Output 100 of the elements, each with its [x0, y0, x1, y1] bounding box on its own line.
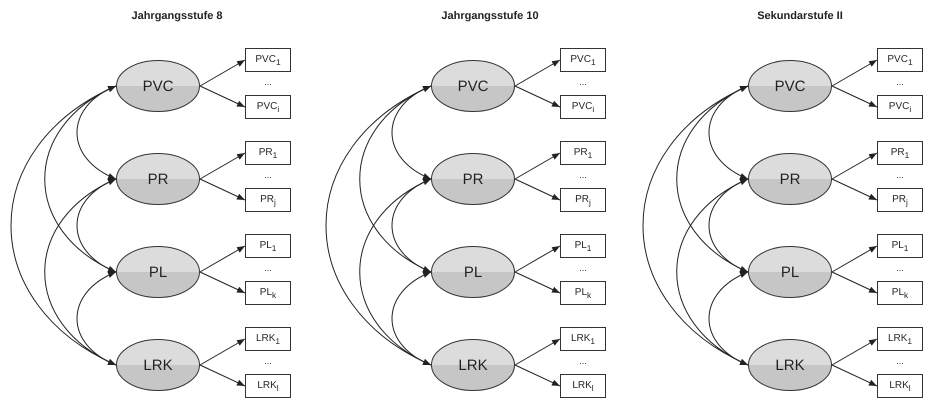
indicator-box — [877, 95, 923, 119]
indicator-label: LRK$_{l}$ — [889, 380, 911, 392]
panel-title: Jahrgangsstufe 8 — [131, 10, 223, 22]
ellipsis: ... — [264, 77, 272, 87]
arrow — [832, 338, 878, 366]
arrow — [514, 60, 560, 86]
indicator-label: PVC$_{1}$ — [255, 54, 281, 66]
arrow — [832, 178, 878, 200]
indicator-box — [877, 188, 923, 212]
variable-label: PL — [464, 264, 482, 280]
indicator-box — [245, 141, 291, 165]
indicator-box — [560, 48, 606, 72]
variable-label: PL — [148, 264, 168, 280]
arrow — [832, 152, 878, 180]
indicator-label: PVC$_{i}$ — [572, 100, 594, 114]
indicator-box — [245, 188, 291, 212]
indicator-box — [877, 48, 923, 72]
covariance-arrow — [44, 178, 116, 366]
variable-label: LRK — [775, 356, 805, 374]
indicator-box — [245, 281, 291, 305]
arrow — [514, 178, 560, 200]
indicator-label: PL$_{1}$ — [574, 240, 592, 252]
arrow — [200, 86, 246, 108]
indicator-box — [877, 327, 923, 351]
indicator-label: PL$_{k}$ — [574, 286, 592, 300]
covariance-arrow — [326, 86, 432, 366]
variable-label: PR — [462, 170, 484, 188]
covariance-arrow — [10, 86, 116, 366]
indicator-label: PVC$_{i}$ — [256, 100, 280, 114]
arrow — [200, 178, 246, 200]
arrow — [514, 272, 560, 294]
indicator-box — [560, 234, 606, 258]
arrow — [832, 60, 878, 86]
variable-label: PVC — [774, 78, 806, 94]
ellipsis: ... — [896, 170, 904, 180]
variable-label: LRK — [458, 356, 488, 374]
indicator-label: PR$_{j}$ — [575, 194, 591, 206]
arrow — [832, 246, 878, 272]
indicator-label: LRK$_{1}$ — [256, 332, 280, 346]
indicator-box — [560, 281, 606, 305]
variable-label: PL — [780, 264, 800, 280]
indicator-box — [560, 188, 606, 212]
indicator-label: LRK$_{1}$ — [888, 332, 912, 346]
indicator-label: LRK$_{l}$ — [257, 380, 279, 392]
variable-label: LRK — [143, 356, 173, 374]
variable-label: PVC — [458, 78, 488, 94]
panel-title: Jahrgangsstufe 10 — [441, 10, 539, 22]
arrow — [200, 272, 246, 294]
indicator-box — [245, 374, 291, 398]
indicator-label: PR$_{1}$ — [890, 146, 910, 160]
ellipsis: ... — [579, 263, 587, 273]
ellipsis: ... — [896, 263, 904, 273]
indicator-label: LRK$_{l}$ — [572, 380, 594, 392]
arrow — [514, 338, 560, 366]
arrow — [200, 364, 246, 386]
arrow — [514, 152, 560, 180]
arrow — [200, 338, 246, 366]
indicator-box — [560, 374, 606, 398]
indicator-label: PR$_{1}$ — [574, 146, 592, 160]
ellipsis: ... — [896, 356, 904, 366]
indicator-label: PL$_{1}$ — [892, 240, 908, 252]
indicator-box — [877, 234, 923, 258]
variable-label: PVC — [142, 78, 174, 94]
covariance-arrow — [359, 178, 432, 366]
arrow — [200, 246, 246, 272]
covariance-arrow — [392, 272, 432, 366]
ellipsis: ... — [896, 77, 904, 87]
covariance-arrow — [359, 86, 432, 272]
indicator-label: PVC$_{1}$ — [887, 54, 913, 66]
indicator-box — [877, 374, 923, 398]
arrow — [200, 152, 246, 180]
covariance-arrow — [708, 272, 748, 366]
variable-label: PR — [780, 170, 800, 188]
indicator-box — [560, 141, 606, 165]
arrow — [514, 86, 560, 108]
indicator-box — [245, 95, 291, 119]
indicator-box — [560, 327, 606, 351]
arrow — [514, 364, 560, 386]
ellipsis: ... — [579, 356, 587, 366]
indicator-box — [877, 281, 923, 305]
arrow — [200, 60, 246, 86]
indicator-label: PR$_{1}$ — [258, 146, 278, 160]
indicator-label: PVC$_{1}$ — [570, 54, 596, 66]
covariance-arrow — [676, 178, 748, 366]
arrow — [514, 246, 560, 272]
covariance-arrow — [76, 272, 116, 366]
ellipsis: ... — [264, 356, 272, 366]
indicator-label: LRK$_{1}$ — [570, 332, 596, 346]
arrow — [832, 364, 878, 386]
indicator-box — [245, 48, 291, 72]
covariance-arrow — [642, 86, 748, 366]
indicator-box — [245, 327, 291, 351]
indicator-label: PVC$_{i}$ — [888, 100, 912, 114]
indicator-box — [245, 234, 291, 258]
indicator-label: PL$_{k}$ — [892, 286, 908, 300]
panel-title: Sekundarstufe II — [757, 10, 843, 22]
ellipsis: ... — [579, 77, 587, 87]
variable-label: PR — [148, 170, 168, 188]
ellipsis: ... — [579, 170, 587, 180]
ellipsis: ... — [264, 170, 272, 180]
